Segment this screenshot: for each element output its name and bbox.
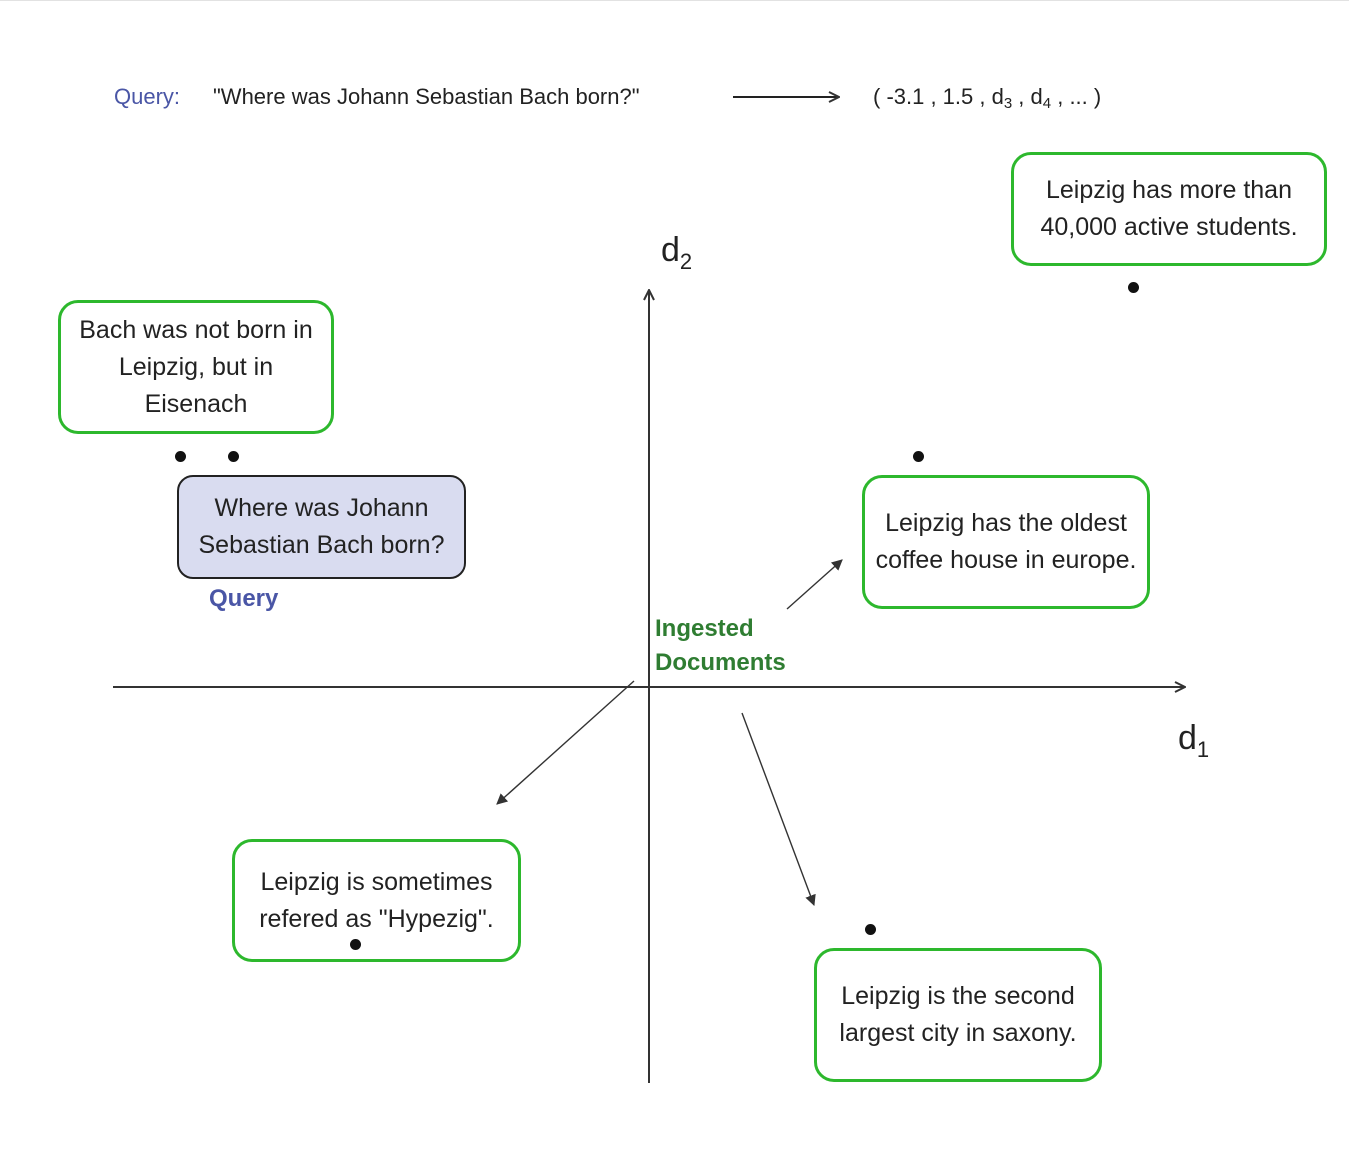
query-text: "Where was Johann Sebastian Bach born?" xyxy=(213,84,640,109)
x-axis-base: d xyxy=(1178,719,1197,757)
x-axis-label: d1 xyxy=(1178,718,1209,761)
point-eisenach xyxy=(175,451,186,462)
vector-sub-4: 4 xyxy=(1042,95,1052,112)
vector-mid: , d xyxy=(1012,84,1043,109)
query-label: Query: xyxy=(114,84,181,109)
doc-saxony: Leipzig is the second largest city in sa… xyxy=(814,948,1102,1082)
x-axis-sub: 1 xyxy=(1196,737,1210,762)
point-query xyxy=(228,451,239,462)
ingested-line-2: Documents xyxy=(655,649,786,676)
doc-students: Leipzig has more than 40,000 active stud… xyxy=(1011,152,1327,266)
doc-coffee: Leipzig has the oldest coffee house in e… xyxy=(862,475,1150,609)
point-saxony xyxy=(865,924,876,935)
doc-saxony-text: Leipzig is the second largest city in sa… xyxy=(839,982,1077,1047)
top-border xyxy=(0,0,1349,1)
doc-hypezig: Leipzig is sometimes refered as "Hypezig… xyxy=(232,839,521,962)
ingested-line-1: Ingested xyxy=(655,615,754,642)
doc-students-text: Leipzig has more than 40,000 active stud… xyxy=(1040,176,1298,241)
query-vector: ( -3.1 , 1.5 , d3 , d4 , ... ) xyxy=(873,82,1101,112)
doc-eisenach-text: Bach was not born in Leipzig, but in Eis… xyxy=(79,315,313,418)
vector-sub-3: 3 xyxy=(1003,95,1013,112)
doc-coffee-text: Leipzig has the oldest coffee house in e… xyxy=(875,509,1137,574)
y-axis-base: d xyxy=(661,231,680,269)
vector-open: ( -3.1 , 1.5 , d xyxy=(873,84,1004,109)
point-students xyxy=(1128,282,1139,293)
doc-hypezig-text: Leipzig is sometimes refered as "Hypezig… xyxy=(259,867,494,933)
point-hypezig xyxy=(350,939,361,950)
query-box-text: Where was Johann Sebastian Bach born? xyxy=(198,494,445,559)
point-coffee xyxy=(913,451,924,462)
vector-close: , ... ) xyxy=(1051,84,1102,109)
ingested-documents-label: Ingested Documents xyxy=(655,612,786,680)
arrow-to-hypezig xyxy=(496,680,635,805)
y-axis-label: d2 xyxy=(661,230,692,273)
query-box: Where was Johann Sebastian Bach born? xyxy=(177,475,466,579)
arrow-to-coffee xyxy=(786,559,843,610)
y-axis-sub: 2 xyxy=(679,249,693,274)
query-caption: Query xyxy=(209,585,279,612)
doc-eisenach: Bach was not born in Leipzig, but in Eis… xyxy=(58,300,334,434)
arrow-to-saxony xyxy=(741,712,816,907)
